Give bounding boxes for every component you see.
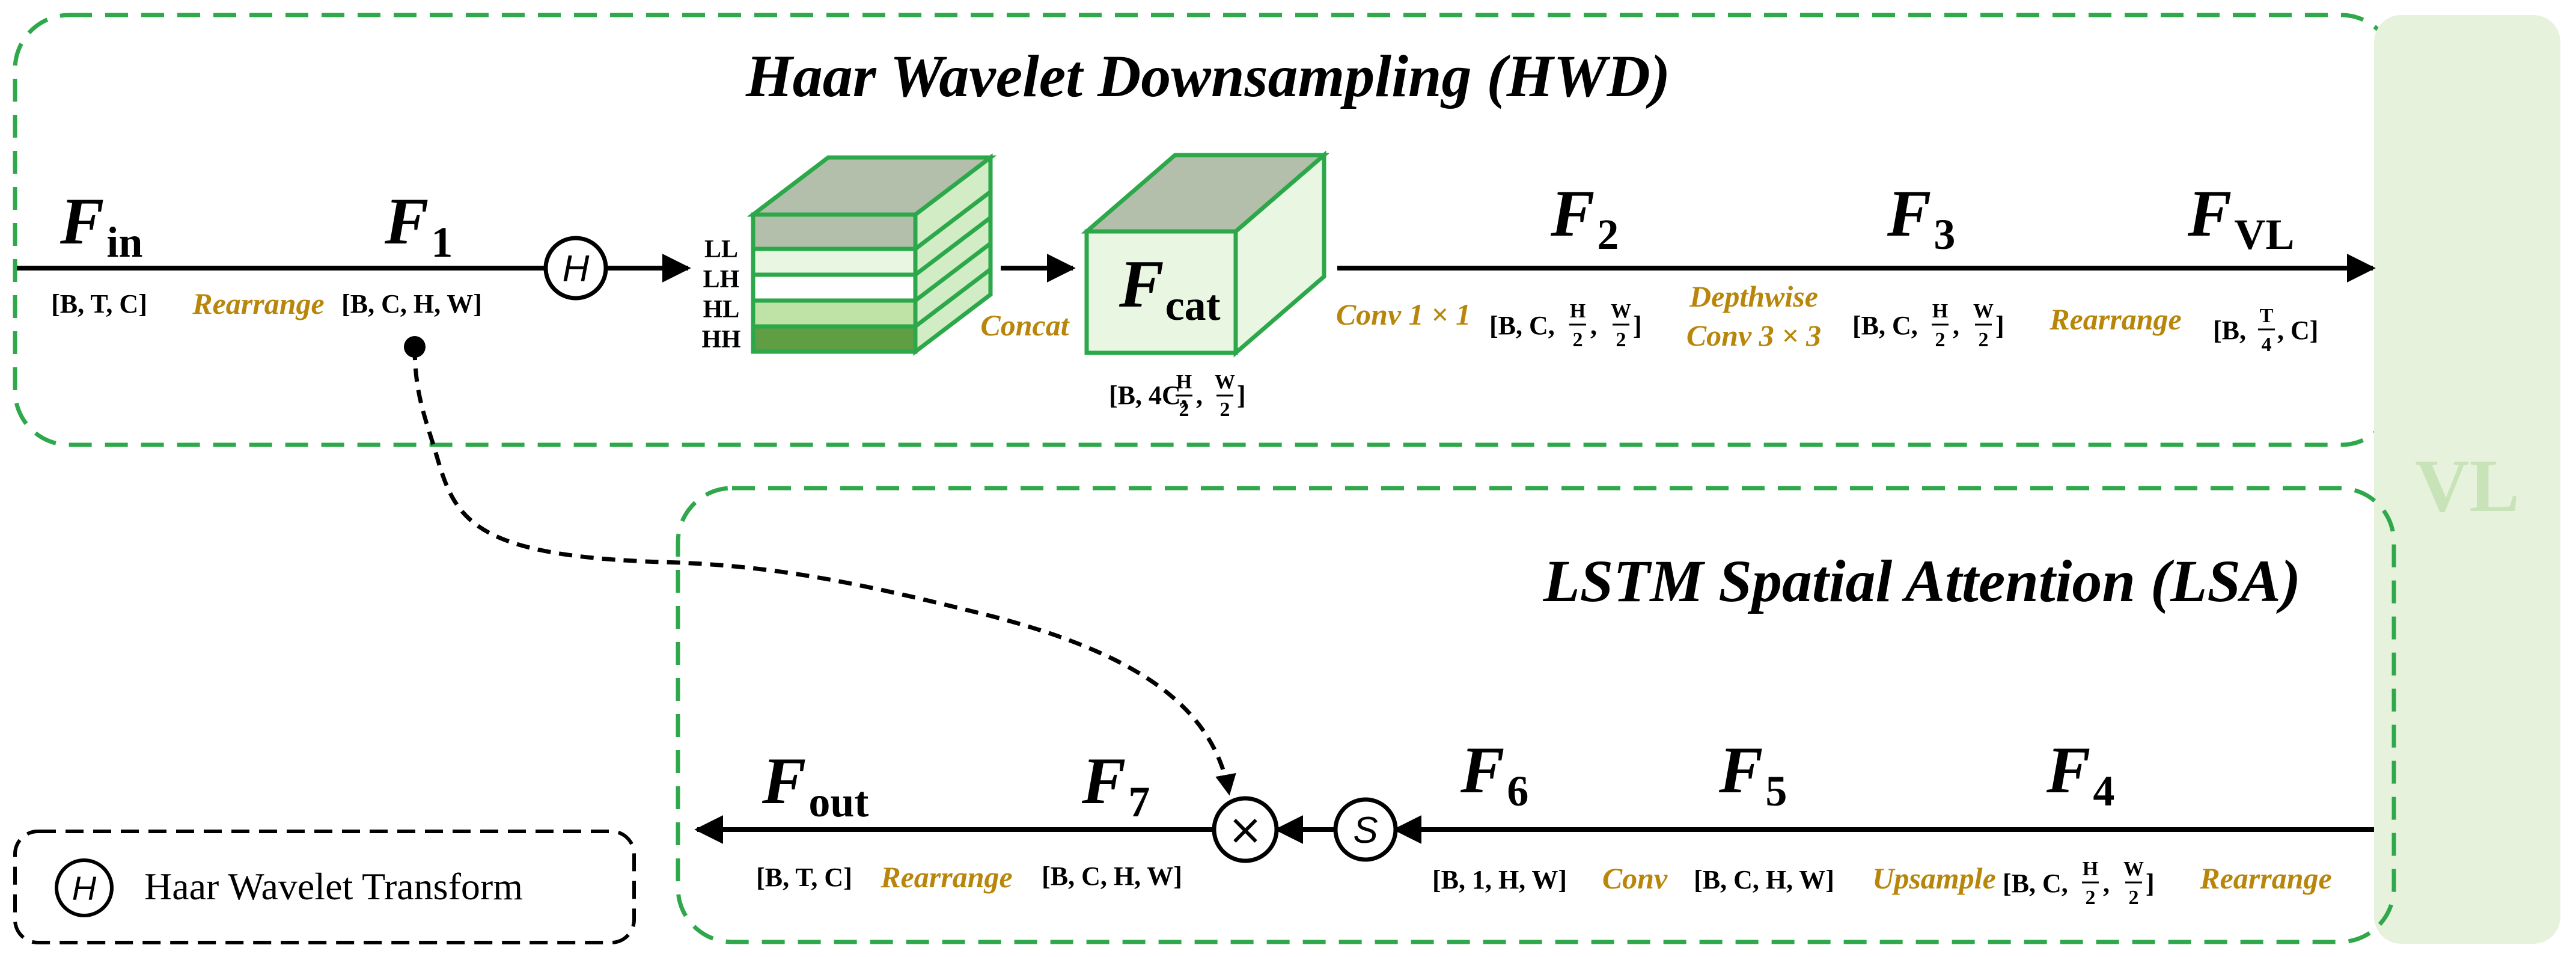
conv-label: Conv — [1602, 861, 1668, 895]
svg-text:]: ] — [2146, 869, 2155, 898]
svg-text:, C]: , C] — [2277, 316, 2318, 345]
skip-connection — [412, 346, 1236, 796]
svg-text:2: 2 — [1179, 399, 1189, 421]
sigmoid-symbol: S — [1353, 810, 1378, 851]
rearrange-1: Rearrange — [192, 287, 324, 320]
band-ll: LL — [704, 236, 738, 263]
depthwise-label-line1: Depthwise — [1689, 280, 1818, 313]
f-in-shape: [B, T, C] — [51, 289, 147, 319]
f2-shape: [B, C, H 2 , W 2 ] — [1489, 300, 1642, 351]
hwd-title: Haar Wavelet Downsampling (HWD) — [745, 43, 1670, 109]
rearrange-2: Rearrange — [2049, 302, 2181, 336]
svg-text:,: , — [2103, 869, 2110, 898]
svg-text:[B, C,: [B, C, — [1489, 311, 1555, 340]
lsa-title: LSTM Spatial Attention (LSA) — [1543, 548, 2301, 614]
f-cat-shape: [B, 4C, H 2 , W 2 ] — [1109, 371, 1246, 421]
svg-text:2: 2 — [1573, 329, 1583, 351]
f7-label: F7 — [1081, 744, 1150, 826]
svg-text:,: , — [1196, 381, 1203, 410]
legend-symbol: H — [72, 869, 97, 907]
svg-text:H: H — [2083, 858, 2098, 880]
f-out-shape: [B, T, C] — [756, 863, 852, 892]
svg-text:[B, 4C,: [B, 4C, — [1109, 381, 1188, 410]
lsa-panel — [676, 486, 2396, 944]
haar-symbol: H — [563, 248, 590, 290]
f-out-label: Fout — [762, 744, 868, 826]
svg-text:[B,: [B, — [2213, 316, 2246, 345]
svg-text:W: W — [1611, 300, 1631, 322]
f6-shape: [B, 1, H, W] — [1432, 865, 1567, 894]
f6-label: F6 — [1460, 733, 1528, 815]
svg-text:,: , — [1590, 311, 1597, 340]
legend-box — [13, 830, 636, 944]
svg-text:H: H — [1176, 371, 1192, 393]
f-vl-shape: [B, T 4 , C] — [2213, 305, 2318, 356]
f1-shape: [B, C, H, W] — [341, 289, 482, 319]
depthwise-label-line2: Conv 3 × 3 — [1686, 319, 1821, 352]
f-cat-label: Fcat — [1119, 247, 1221, 329]
band-hl: HL — [703, 296, 740, 323]
multiply-symbol: × — [1228, 805, 1263, 854]
svg-text:[B, C,: [B, C, — [1852, 311, 1918, 340]
band-lh: LH — [703, 266, 740, 293]
rearrange-in: Rearrange — [2199, 861, 2331, 895]
f7-shape: [B, C, H, W] — [1042, 861, 1182, 891]
svg-text:2: 2 — [2129, 887, 2139, 909]
f-in-label: Fin — [60, 185, 142, 266]
svg-text:,: , — [1953, 311, 1959, 340]
svg-text:T: T — [2260, 305, 2274, 327]
legend-label: Haar Wavelet Transform — [144, 865, 523, 908]
svg-text:W: W — [2123, 858, 2144, 880]
svg-text:2: 2 — [1220, 399, 1230, 421]
svg-text:W: W — [1973, 300, 1994, 322]
f5-shape: [B, C, H, W] — [1694, 865, 1834, 894]
svg-text:2: 2 — [1979, 329, 1989, 351]
hwd-panel — [13, 13, 2397, 447]
legend-haar-icon — [55, 858, 114, 917]
svg-text:]: ] — [1633, 311, 1642, 340]
svg-text:2: 2 — [1935, 329, 1946, 351]
svg-text:H: H — [1570, 300, 1586, 322]
svg-text:W: W — [1215, 371, 1235, 393]
svg-text:4: 4 — [2262, 334, 2272, 356]
f3-label: F3 — [1887, 177, 1955, 258]
vl-label: VL — [2415, 445, 2520, 528]
vl-block — [2374, 15, 2560, 944]
svg-text:]: ] — [1995, 311, 2004, 340]
f2-label: F2 — [1550, 177, 1619, 258]
svg-text:2: 2 — [2086, 887, 2096, 909]
band-hh: HH — [701, 326, 740, 353]
f4-shape: [B, C, H 2 , W 2 ] — [2003, 858, 2155, 909]
concat-label: Concat — [980, 308, 1070, 342]
f3-shape: [B, C, H 2 , W 2 ] — [1852, 300, 2004, 351]
f4-label: F4 — [2046, 733, 2114, 815]
svg-text:]: ] — [1237, 381, 1246, 410]
f-vl-label: FVL — [2187, 177, 2294, 258]
upsample-label: Upsample — [1872, 861, 1996, 895]
svg-text:2: 2 — [1616, 329, 1626, 351]
fcat-cube — [1081, 150, 1330, 358]
svg-text:[B, C,: [B, C, — [2003, 869, 2068, 898]
conv1x1-label: Conv 1 × 1 — [1336, 298, 1471, 331]
f5-label: F5 — [1718, 733, 1787, 815]
rearrange-out: Rearrange — [880, 860, 1012, 894]
f1-label: F1 — [384, 185, 453, 266]
wavelet-band-stack — [746, 153, 997, 356]
svg-text:H: H — [1932, 300, 1948, 322]
